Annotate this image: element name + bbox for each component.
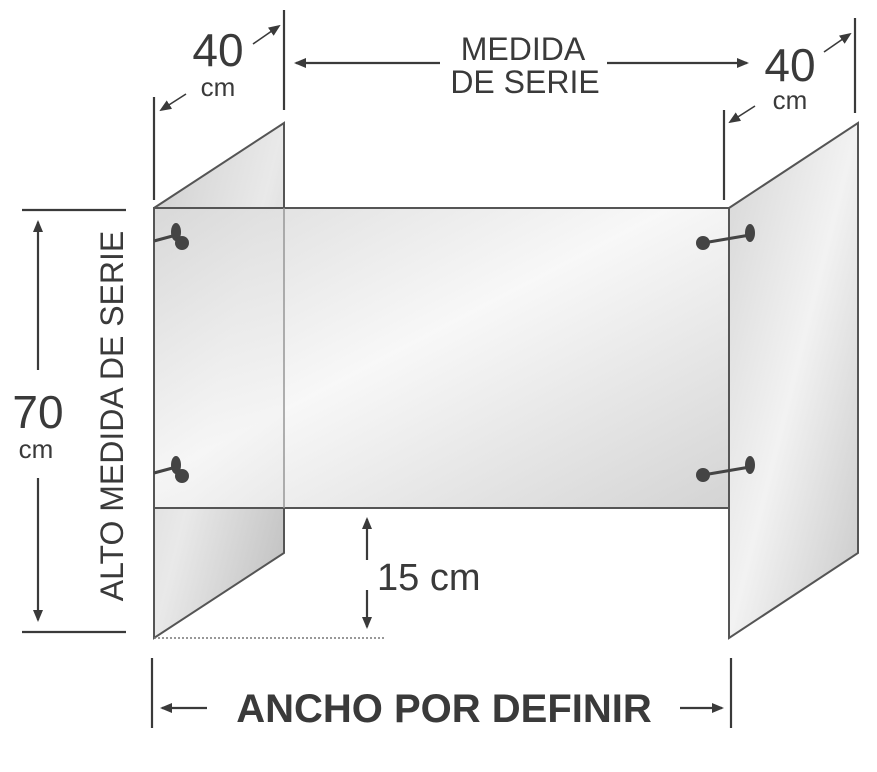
gap-dimension: 15 cm — [154, 517, 480, 639]
bottom-width-label: ANCHO POR DEFINIR — [236, 687, 652, 731]
top-width-label-line1: MEDIDA — [461, 31, 586, 67]
left-depth-unit: cm — [201, 72, 236, 102]
hinge-bottom-right — [696, 456, 755, 482]
bottom-width-dimension: ANCHO POR DEFINIR — [150, 658, 733, 731]
left-depth-value: 40 — [192, 24, 243, 76]
left-depth-dimension: 40 cm — [152, 24, 281, 200]
hinge-top-left — [153, 223, 189, 250]
right-side-panel — [728, 121, 859, 640]
height-value: 70 — [12, 386, 63, 438]
right-depth-unit: cm — [773, 85, 808, 115]
gap-label: 15 cm — [377, 557, 480, 599]
top-width-label-line2: DE SERIE — [450, 64, 599, 100]
hinge-top-right — [696, 224, 755, 250]
front-panel — [153, 207, 730, 509]
top-width-dimension: MEDIDA DE SERIE — [282, 10, 749, 200]
height-unit: cm — [19, 434, 54, 464]
right-depth-dimension: 40 cm — [728, 18, 857, 124]
height-vertical-label: ALTO MEDIDA DE SERIE — [94, 231, 130, 601]
height-dimension: 70 cm ALTO MEDIDA DE SERIE — [12, 208, 130, 634]
right-depth-value: 40 — [764, 39, 815, 91]
screen-structure — [153, 121, 859, 640]
hinge-bottom-left — [153, 456, 189, 483]
